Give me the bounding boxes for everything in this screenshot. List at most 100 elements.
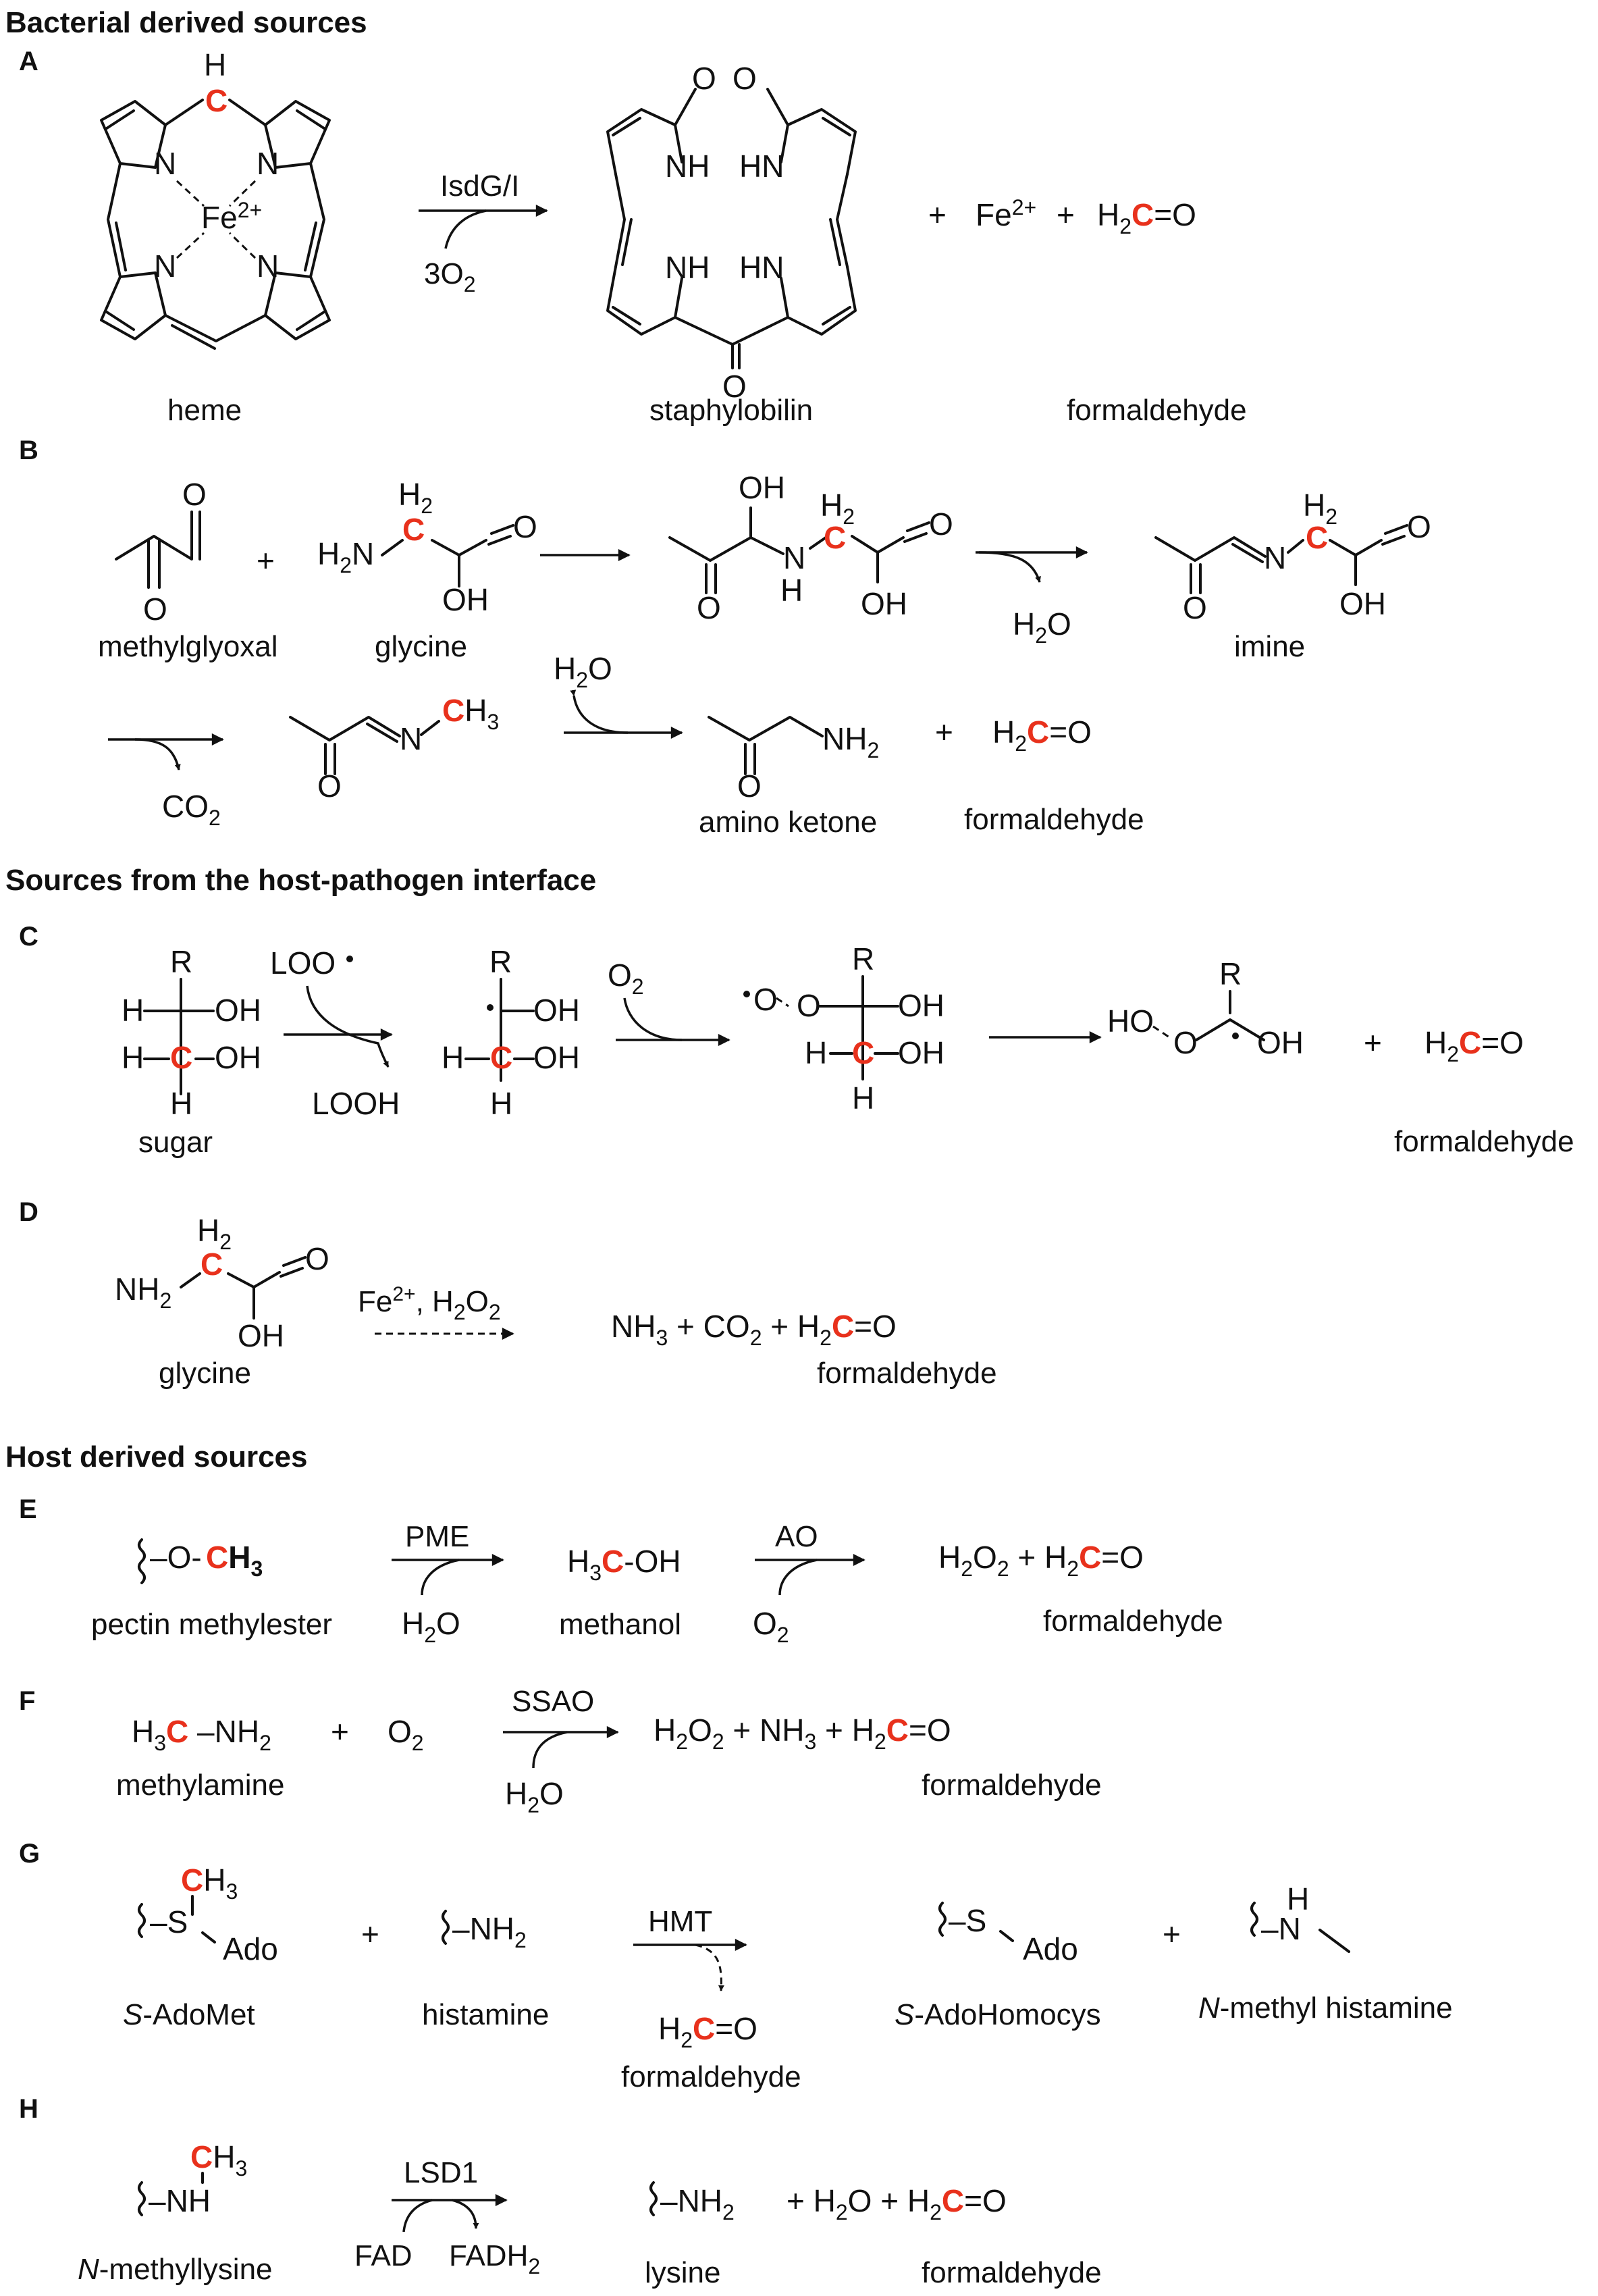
formaldehyde-g: H2C=O [658,2011,757,2052]
svg-text:OH: OH [861,586,907,621]
svg-text:OH: OH [1339,586,1386,621]
histamine-fragment: –NH2 [442,1910,527,1952]
svg-text:H2C=O: H2C=O [992,714,1092,756]
svg-text:O: O [1407,509,1431,544]
heme-iron: Fe2+ [201,198,262,235]
product-fe: Fe2+ [976,195,1036,232]
formaldehyde-a: H2C=O [1097,197,1196,238]
staph-nh1: NH [665,149,710,184]
name-adohomocys: S-AdoHomocys [895,1998,1101,2031]
name-formaldehyde-c: formaldehyde [1394,1125,1574,1158]
name-formaldehyde-b: formaldehyde [964,803,1144,836]
reagents-d: Fe2+, H2O2 [358,1283,501,1324]
peroxyl-radical: LOO [270,945,353,981]
svg-text:CH3: CH3 [442,693,499,734]
name-n-methylhistamine: N-methyl histamine [1198,1991,1453,2025]
formaldehyde-c: H2C=O [1424,1025,1524,1066]
svg-text:Ado: Ado [223,1931,278,1966]
staph-hn4: HN [739,250,784,285]
svg-text:–N: –N [1261,1911,1301,1946]
heme-structure [100,99,331,350]
panel-label-a: A [19,47,38,76]
svg-text:NH2: NH2 [115,1272,171,1313]
svg-text:CH3: CH3 [206,1540,263,1581]
svg-text:O: O [513,509,537,544]
heme-meso-carbon: C [205,83,228,118]
svg-text:OH: OH [739,470,785,505]
name-staphylobilin: staphylobilin [649,394,813,427]
co2-out-b: CO2 [162,789,221,830]
name-amino-ketone: amino ketone [699,806,877,839]
s-adomet-structure: CH3 –S Ado [138,1862,278,1966]
svg-text:O: O [737,768,762,804]
water-f: H2O [505,1776,564,1817]
name-lysine: lysine [645,2256,721,2289]
enzyme-hmt: HMT [648,1905,712,1938]
enzyme-isdg: IsdG/I [440,169,519,203]
panel-label-e: E [19,1494,37,1524]
svg-text:H: H [1287,1881,1309,1916]
n-methyllysine-structure: CH3 –NH [138,2139,247,2218]
panel-label-b: B [19,436,38,465]
name-sugar: sugar [138,1126,213,1159]
plus-g1: + [361,1916,379,1952]
svg-text:H: H [490,1086,512,1121]
svg-text:O: O [317,768,342,804]
enzyme-ao: AO [775,1520,818,1553]
oxygen-f: O2 [388,1714,424,1755]
svg-text:H: H [122,1040,144,1075]
panel-label-d: D [19,1197,38,1227]
lysine-fragment: –NH2 [649,2181,735,2224]
water-out-b: H2O [1013,606,1071,648]
staph-hn2: HN [739,149,784,184]
svg-text:H: H [805,1035,827,1070]
svg-text:C: C [170,1040,192,1075]
enzyme-pme: PME [405,1520,469,1553]
plus-f1: + [331,1714,349,1749]
svg-text:H: H [122,993,144,1028]
products-f: H2O2 + NH3 + H2C=O [654,1713,951,1754]
svg-text:C: C [824,520,846,555]
svg-text:R: R [489,944,512,979]
heme-n1: N [154,146,176,181]
svg-text:OH: OH [533,993,580,1028]
plus-c: + [1364,1025,1382,1060]
svg-text:N: N [783,540,805,575]
name-glycine-d: glycine [159,1357,251,1390]
svg-text:H: H [852,1080,874,1116]
name-methanol: methanol [559,1608,681,1641]
plus-b1: + [257,543,275,578]
name-methylamine: methylamine [116,1769,284,1802]
svg-text:Ado: Ado [1023,1931,1078,1966]
water-e: H2O [402,1606,460,1647]
plus-g2: + [1163,1916,1181,1952]
svg-text:OH: OH [898,988,944,1023]
name-imine: imine [1234,630,1305,663]
svg-text:C: C [1306,520,1328,555]
glycine-d: NH2 H2 C O OH [115,1213,329,1353]
cofactor-fadh2: FADH2 [449,2239,540,2278]
svg-text:R: R [170,944,192,979]
svg-text:H: H [442,1040,464,1075]
oxygen-in-c: O2 [608,958,644,999]
oxygen-e: O2 [753,1606,789,1647]
products-h: + H2O + H2C=O [787,2183,1007,2224]
svg-text:C: C [490,1040,512,1075]
heme-meso-h: H [204,47,226,82]
carbon-radical-intermediate: R OH H C OH H [442,944,580,1121]
section-title-bacterial: Bacterial derived sources [5,6,367,39]
svg-text:CH3: CH3 [190,2139,247,2181]
svg-text:–S: –S [949,1903,986,1938]
panel-label-f: F [19,1686,35,1716]
staph-o2: O [733,61,757,96]
svg-text:HO: HO [1107,1003,1154,1039]
plus-a1: + [928,197,947,232]
svg-text:OH: OH [898,1035,944,1070]
water-in-b: H2O [554,651,612,692]
heme-n3: N [154,249,176,284]
heme-n2: N [257,146,279,181]
svg-text:–S: –S [150,1904,188,1939]
plus-a2: + [1057,197,1075,232]
staph-o1: O [692,61,716,96]
name-formaldehyde-f: formaldehyde [922,1769,1102,1802]
